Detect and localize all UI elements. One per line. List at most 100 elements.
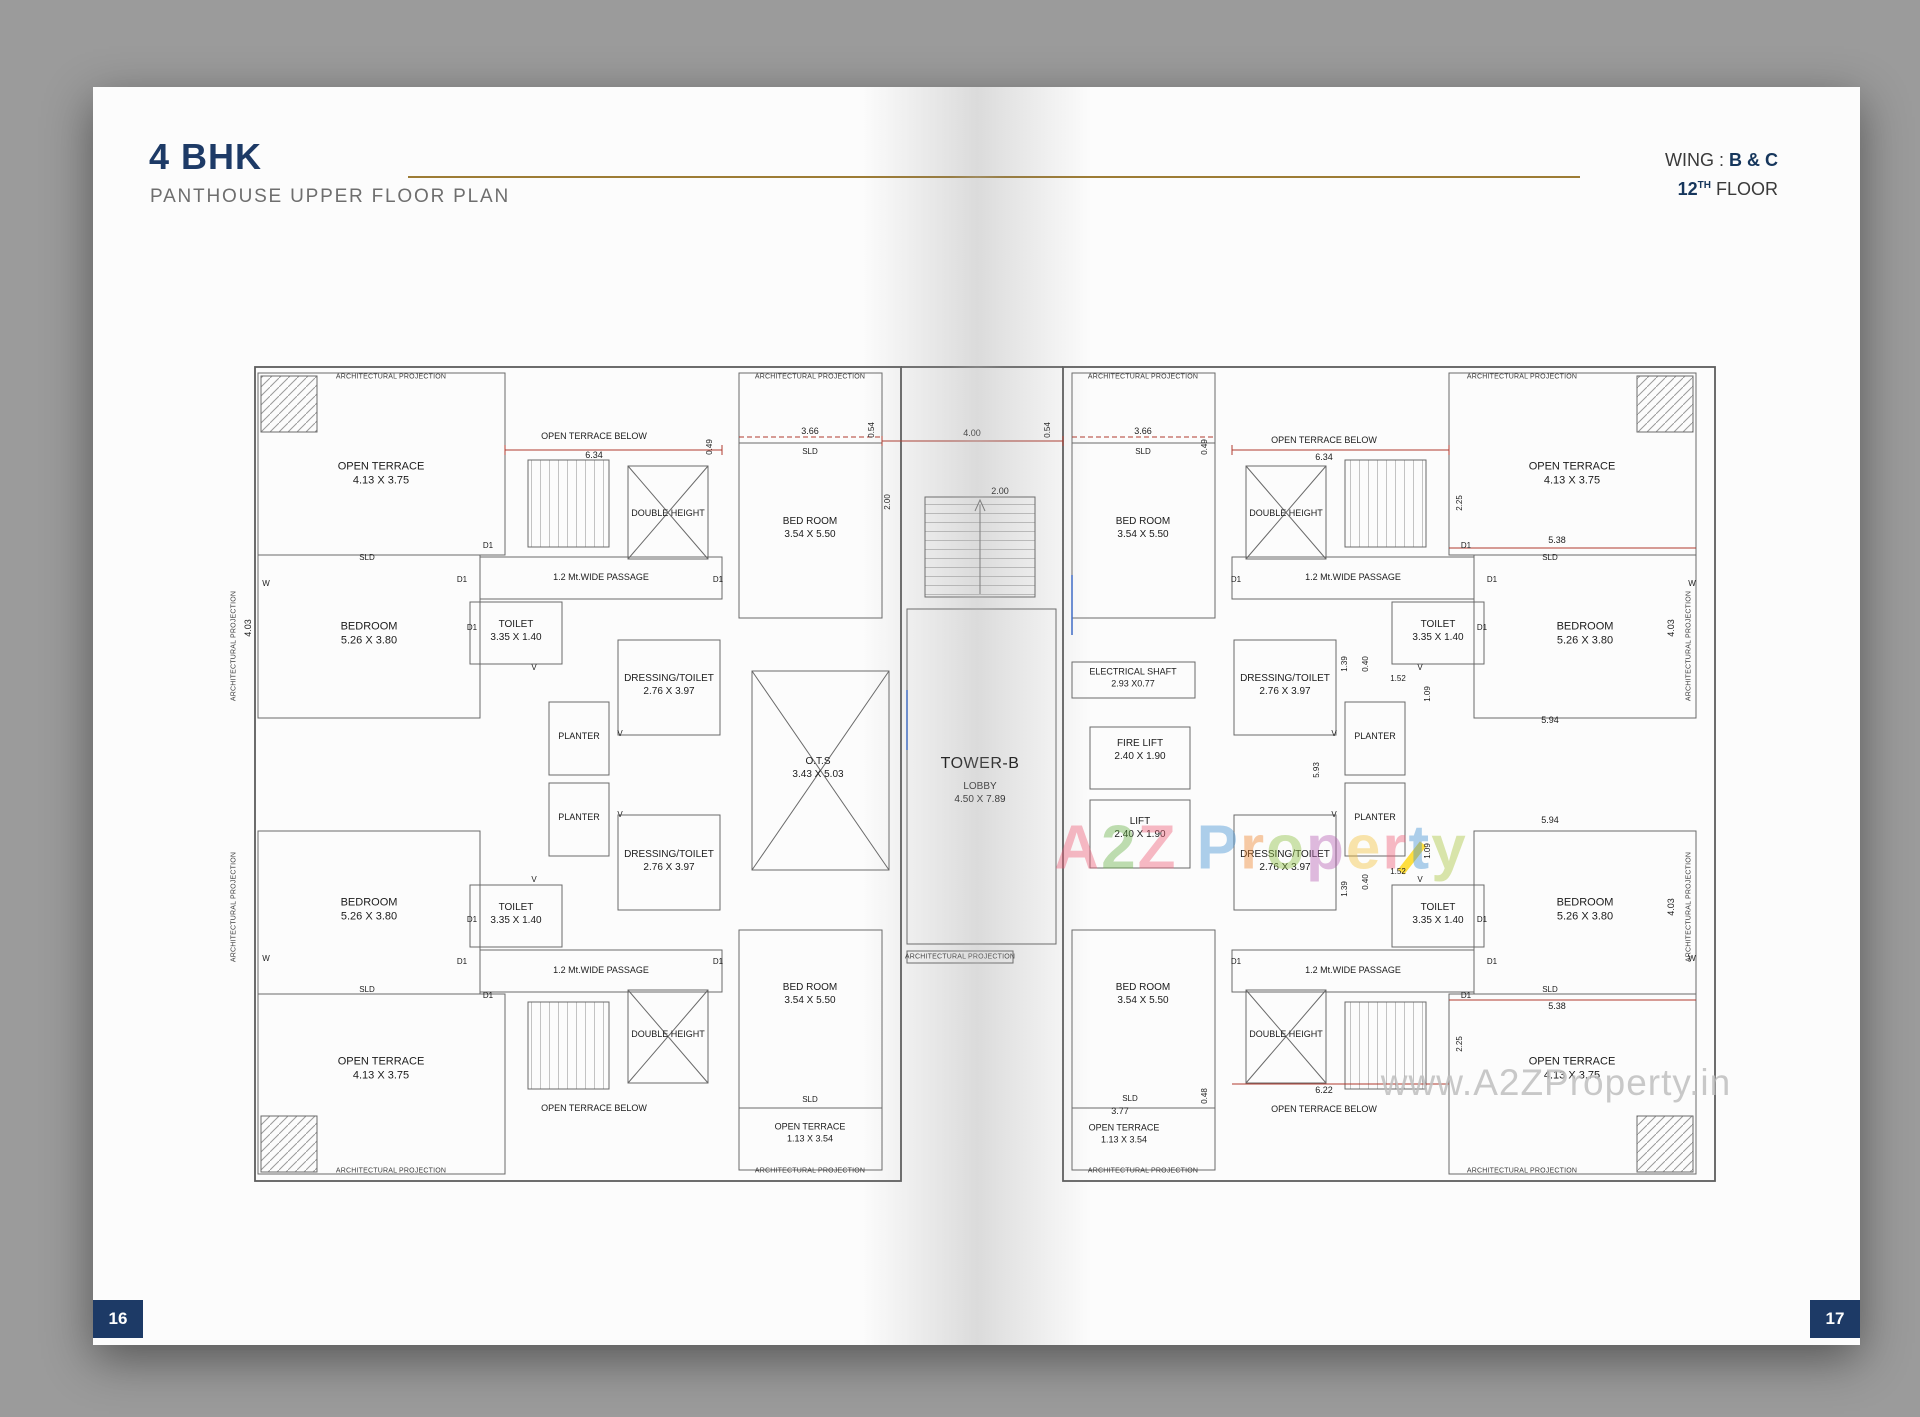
page-spread [93,87,1860,1345]
room-dim: 3.54 X 5.50 [1117,995,1169,1006]
arch-projection-label: ARCHITECTURAL PROJECTION [230,851,238,963]
open-terrace-below-label: OPEN TERRACE BELOW [541,431,647,442]
arch-projection-label: ARCHITECTURAL PROJECTION [335,373,447,381]
dim-label: 4.03 [1666,898,1677,916]
lobby-block-label: TOWER-B LOBBY 4.50 X 7.89 [941,754,1020,806]
room-dim: 3.35 X 1.40 [490,632,542,643]
dim-label: 1.52 [1390,673,1406,683]
door-tag: D1 [1230,574,1242,584]
page-number-right: 17 [1810,1300,1860,1338]
door-tag: D1 [1486,956,1498,966]
passage-label: 1.2 Mt.WIDE PASSAGE [1305,572,1401,583]
room-dim: 2.76 X 3.97 [643,862,695,873]
room-dressing-toilet: DRESSING/TOILET 2.76 X 3.97 [1240,848,1330,874]
dim-label: 2.25 [1454,495,1464,511]
room-dim: 5.26 X 3.80 [1556,911,1614,923]
dim-label: 6.34 [585,450,603,461]
dim-label: 2.00 [991,486,1009,497]
vent-tag: V [617,728,623,738]
sliding-door-tag: SLD [1135,446,1151,456]
room-dim: 2.76 X 3.97 [1259,686,1311,697]
room-name: TOILET [1420,902,1456,913]
room-name: DRESSING/TOILET [1240,849,1330,860]
room-name: FIRE LIFT [1116,738,1164,749]
arch-projection-label: ARCHITECTURAL PROJECTION [1466,1167,1578,1175]
room-dim: 3.35 X 1.40 [1412,915,1464,926]
dim-label: 0.40 [1360,874,1370,890]
floor-line: 12TH FLOOR [1665,175,1778,204]
planter-label: PLANTER [1354,731,1396,742]
room-dim: 2.40 X 1.90 [1114,751,1166,762]
dim-label: 5.38 [1548,1001,1566,1012]
door-tag: D1 [1486,574,1498,584]
door-tag: D1 [466,622,478,632]
room-name: OPEN TERRACE [1528,460,1616,473]
passage-label: 1.2 Mt.WIDE PASSAGE [553,572,649,583]
dim-label: 5.93 [1311,762,1321,778]
room-lift: LIFT 2.40 X 1.90 [1114,815,1165,841]
dim-label: 3.66 [801,426,819,437]
arch-projection-label: ARCHITECTURAL PROJECTION [754,1167,866,1175]
planter-label: PLANTER [558,812,600,823]
dim-label: 2.25 [1454,1036,1464,1052]
vent-tag: V [1331,728,1337,738]
floor-number: 12 [1677,178,1698,199]
sliding-door-tag: SLD [359,984,375,994]
wing-line: WING : B & C [1665,146,1778,175]
vent-tag: V [1331,809,1337,819]
room-name: LIFT [1129,816,1151,827]
dim-label: 5.94 [1541,815,1559,826]
header-divider [408,176,1580,178]
wardrobe-tag: W [262,953,270,963]
arch-projection-label: ARCHITECTURAL PROJECTION [1685,590,1693,702]
door-tag: D1 [1476,622,1488,632]
open-terrace-below-label: OPEN TERRACE BELOW [1271,1104,1377,1115]
wing-floor-info: WING : B & C 12TH FLOOR [1665,146,1778,204]
room-name: BEDROOM [340,896,398,909]
arch-projection-label: ARCHITECTURAL PROJECTION [904,953,1016,961]
wardrobe-tag: W [1688,578,1696,588]
room-name: BEDROOM [1556,620,1614,633]
dim-label: 5.94 [1541,715,1559,726]
floor-ordinal: TH [1697,179,1711,191]
floor-word: FLOOR [1715,178,1778,199]
dim-label: 0.54 [1042,422,1052,438]
room-name: DRESSING/TOILET [624,673,714,684]
vent-tag: V [1417,662,1423,672]
room-dim: 2.76 X 3.97 [1259,862,1311,873]
door-tag: D1 [456,574,468,584]
lobby-dim: 4.50 X 7.89 [954,793,1006,805]
door-tag: D1 [712,956,724,966]
room-dim: 2.93 X0.77 [1111,678,1155,688]
vent-tag: V [531,874,537,884]
room-dim: 4.13 X 3.75 [352,1070,410,1082]
room-name: O.T.S [805,756,831,767]
plan-subtitle: PANTHOUSE UPPER FLOOR PLAN [150,186,511,207]
dim-label: 0.48 [1199,1088,1209,1104]
room-dim: 2.40 X 1.90 [1114,829,1166,840]
passage-label: 1.2 Mt.WIDE PASSAGE [553,965,649,976]
room-name: BED ROOM [1115,516,1171,527]
door-tag: D1 [1476,914,1488,924]
tower-name: TOWER-B [940,755,1020,773]
room-name: BEDROOM [340,620,398,633]
room-name: BED ROOM [782,982,838,993]
door-tag: D1 [482,540,494,550]
open-terrace-below-label: OPEN TERRACE BELOW [541,1103,647,1114]
arch-projection-label: ARCHITECTURAL PROJECTION [1685,851,1693,963]
vent-tag: V [531,662,537,672]
door-tag: D1 [466,914,478,924]
dim-label: 3.77 [1111,1106,1129,1117]
